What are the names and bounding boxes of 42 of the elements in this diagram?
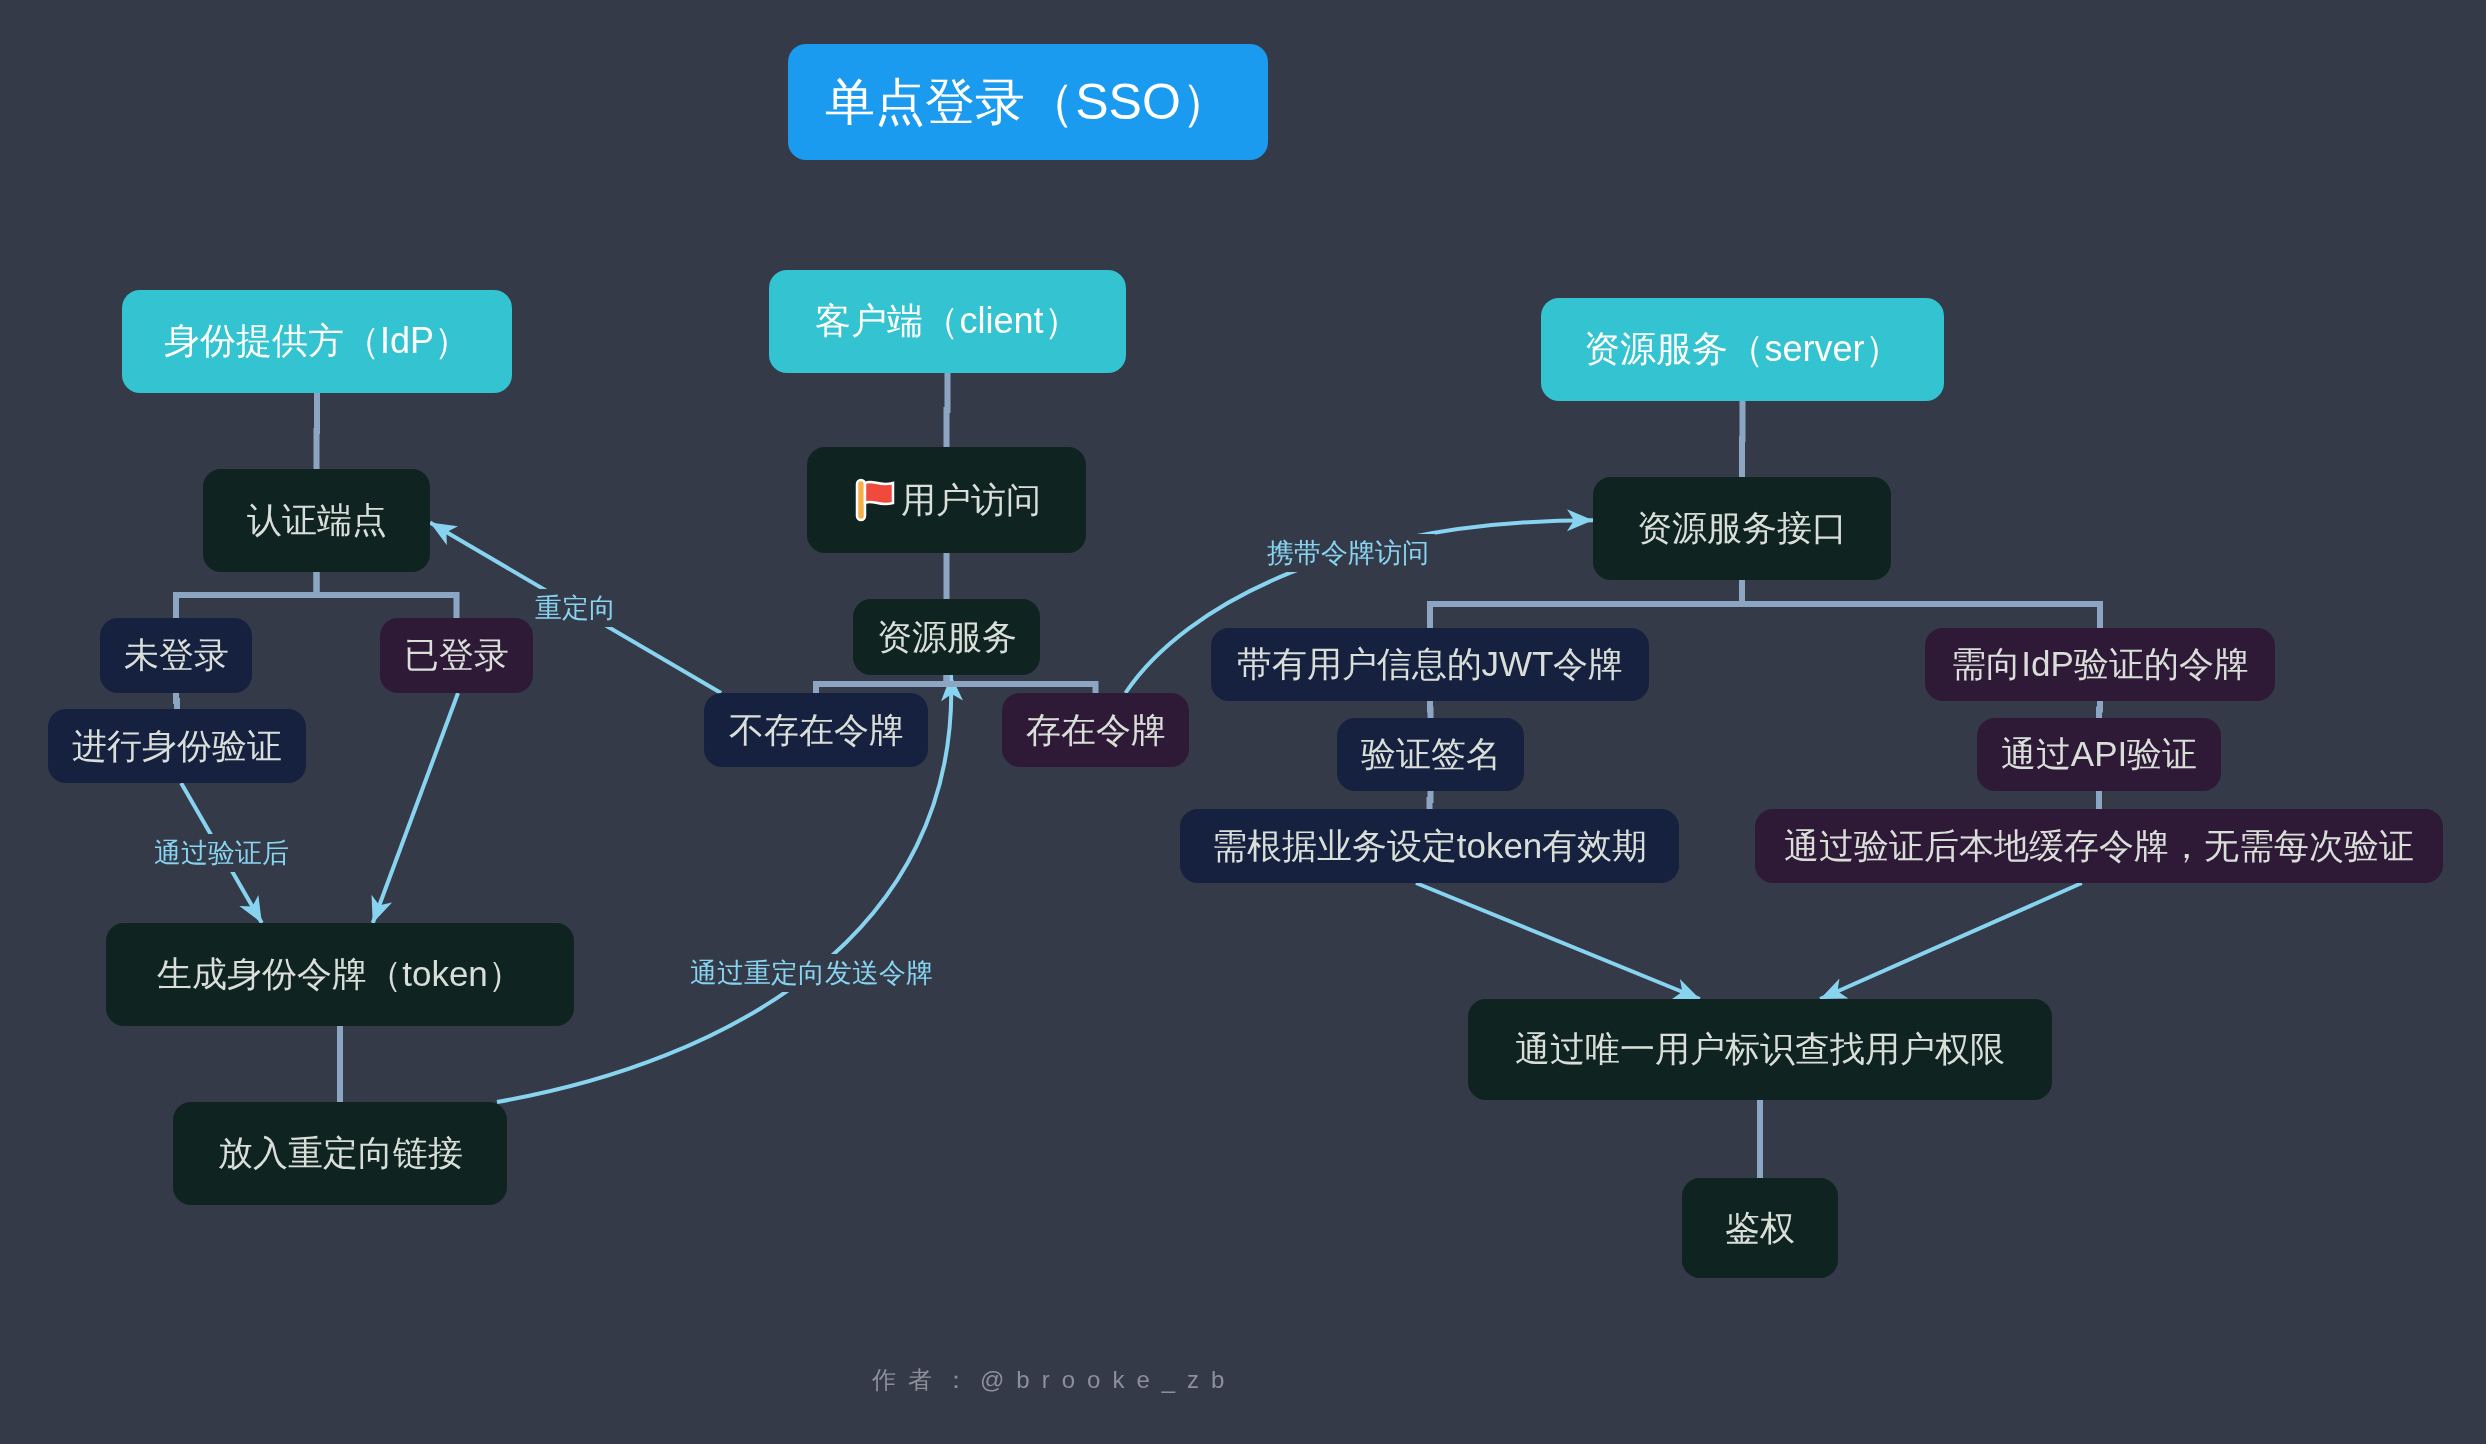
connector-line [943,373,951,447]
topic-box: 通过唯一用户标识查找用户权限 [1468,999,2052,1100]
arrow [496,674,961,1104]
title-box: 单点登录（SSO） [788,44,1268,160]
connector-line [1427,701,1434,718]
topic-box: 放入重定向链接 [173,1102,507,1205]
connector-line [337,1026,343,1102]
connector-line [313,393,320,469]
topic-box [807,447,1086,553]
main-topic-box: 资源服务（server） [1541,298,1944,401]
topic-box: 资源服务 [853,599,1040,675]
topic-box: 存在令牌 [1002,693,1189,767]
topic-box: 需向IdP验证的令牌 [1925,628,2275,701]
topic-box: 进行身份验证 [48,709,306,783]
main-topic-box: 身份提供方（IdP） [122,290,512,393]
connector-line [943,553,950,599]
connector-line [1426,791,1434,809]
topic-box: 通过验证后本地缓存令牌，无需每次验证 [1755,809,2443,883]
topic-box: 验证签名 [1337,718,1524,791]
connector-line [2096,701,2103,718]
topic-box: 生成身份令牌（token） [106,923,574,1026]
arrow [370,692,460,924]
connector-line [1757,1100,1763,1178]
topic-box: 已登录 [380,618,533,693]
connector-line [313,572,460,618]
connector-line [943,675,1099,693]
topic-box: 带有用户信息的JWT令牌 [1211,628,1649,701]
connector-line [1739,401,1746,477]
arrow [1819,881,2083,1001]
arrow [1415,881,1701,1001]
topic-text: 用户访问 [900,478,1041,521]
footer-text: 作者：@brooke_zb [872,1365,1237,1395]
connector-line [2096,791,2102,809]
topic-box: 通过API验证 [1977,718,2221,791]
topic-box: 不存在令牌 [704,693,928,767]
topic-box: 需根据业务设定token有效期 [1180,809,1679,883]
topic-box: 未登录 [100,618,252,693]
connector-line [173,693,180,709]
topic-box: 资源服务接口 [1593,477,1891,580]
topic-box: 鉴权 [1682,1178,1838,1278]
topic-box: 认证端点 [203,469,430,572]
main-topic-box: 客户端（client） [769,270,1126,373]
